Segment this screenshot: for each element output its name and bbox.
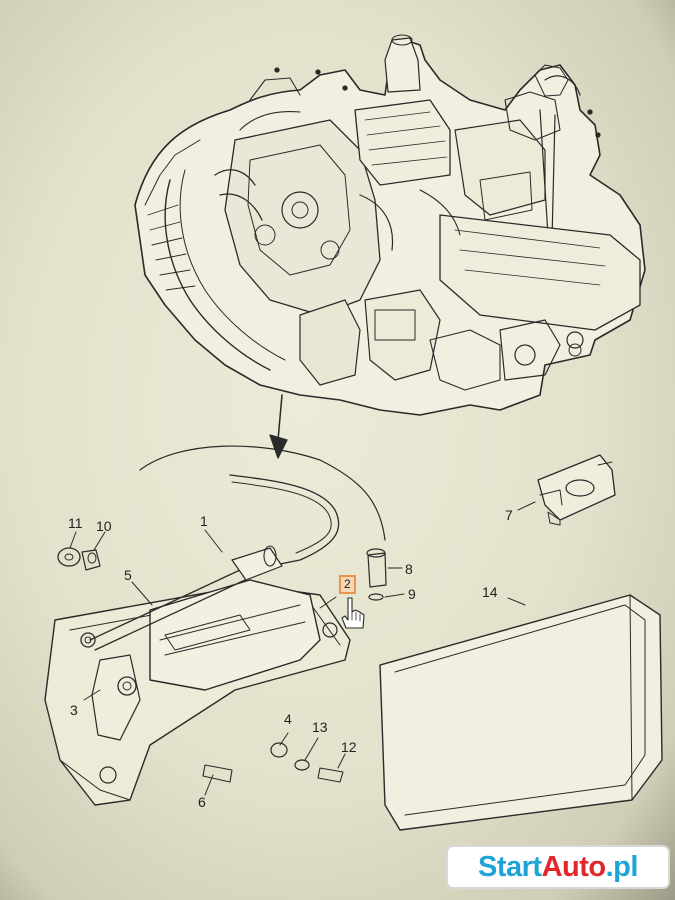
callout-leader-lines <box>69 501 536 796</box>
engine-assembly-drawing <box>134 34 646 416</box>
callout-5[interactable]: 5 <box>124 567 132 583</box>
watermark-tld-text: .pl <box>605 850 639 883</box>
callout-10[interactable]: 10 <box>96 518 112 534</box>
hand-cursor-icon <box>341 597 365 629</box>
detail-pointer-arrow <box>269 394 288 459</box>
callout-8[interactable]: 8 <box>405 561 413 577</box>
watermark-auto-text: Auto <box>541 850 607 883</box>
callout-2-highlighted[interactable]: 2 <box>339 575 356 594</box>
callout-7[interactable]: 7 <box>505 507 513 523</box>
callout-9[interactable]: 9 <box>408 586 416 602</box>
callout-12[interactable]: 12 <box>341 739 357 755</box>
callout-14[interactable]: 14 <box>482 584 498 600</box>
watermark-start-text: Start <box>478 850 542 883</box>
callout-11[interactable]: 11 <box>68 515 83 531</box>
part-7-clamp-drawing <box>537 454 616 526</box>
callout-1[interactable]: 1 <box>200 513 208 529</box>
part-14-cover-drawing <box>379 594 663 831</box>
callout-4[interactable]: 4 <box>284 711 292 727</box>
callout-13[interactable]: 13 <box>312 719 328 735</box>
callout-6[interactable]: 6 <box>198 794 206 810</box>
callout-3[interactable]: 3 <box>70 702 78 718</box>
detail-assembly-drawing <box>44 445 387 806</box>
